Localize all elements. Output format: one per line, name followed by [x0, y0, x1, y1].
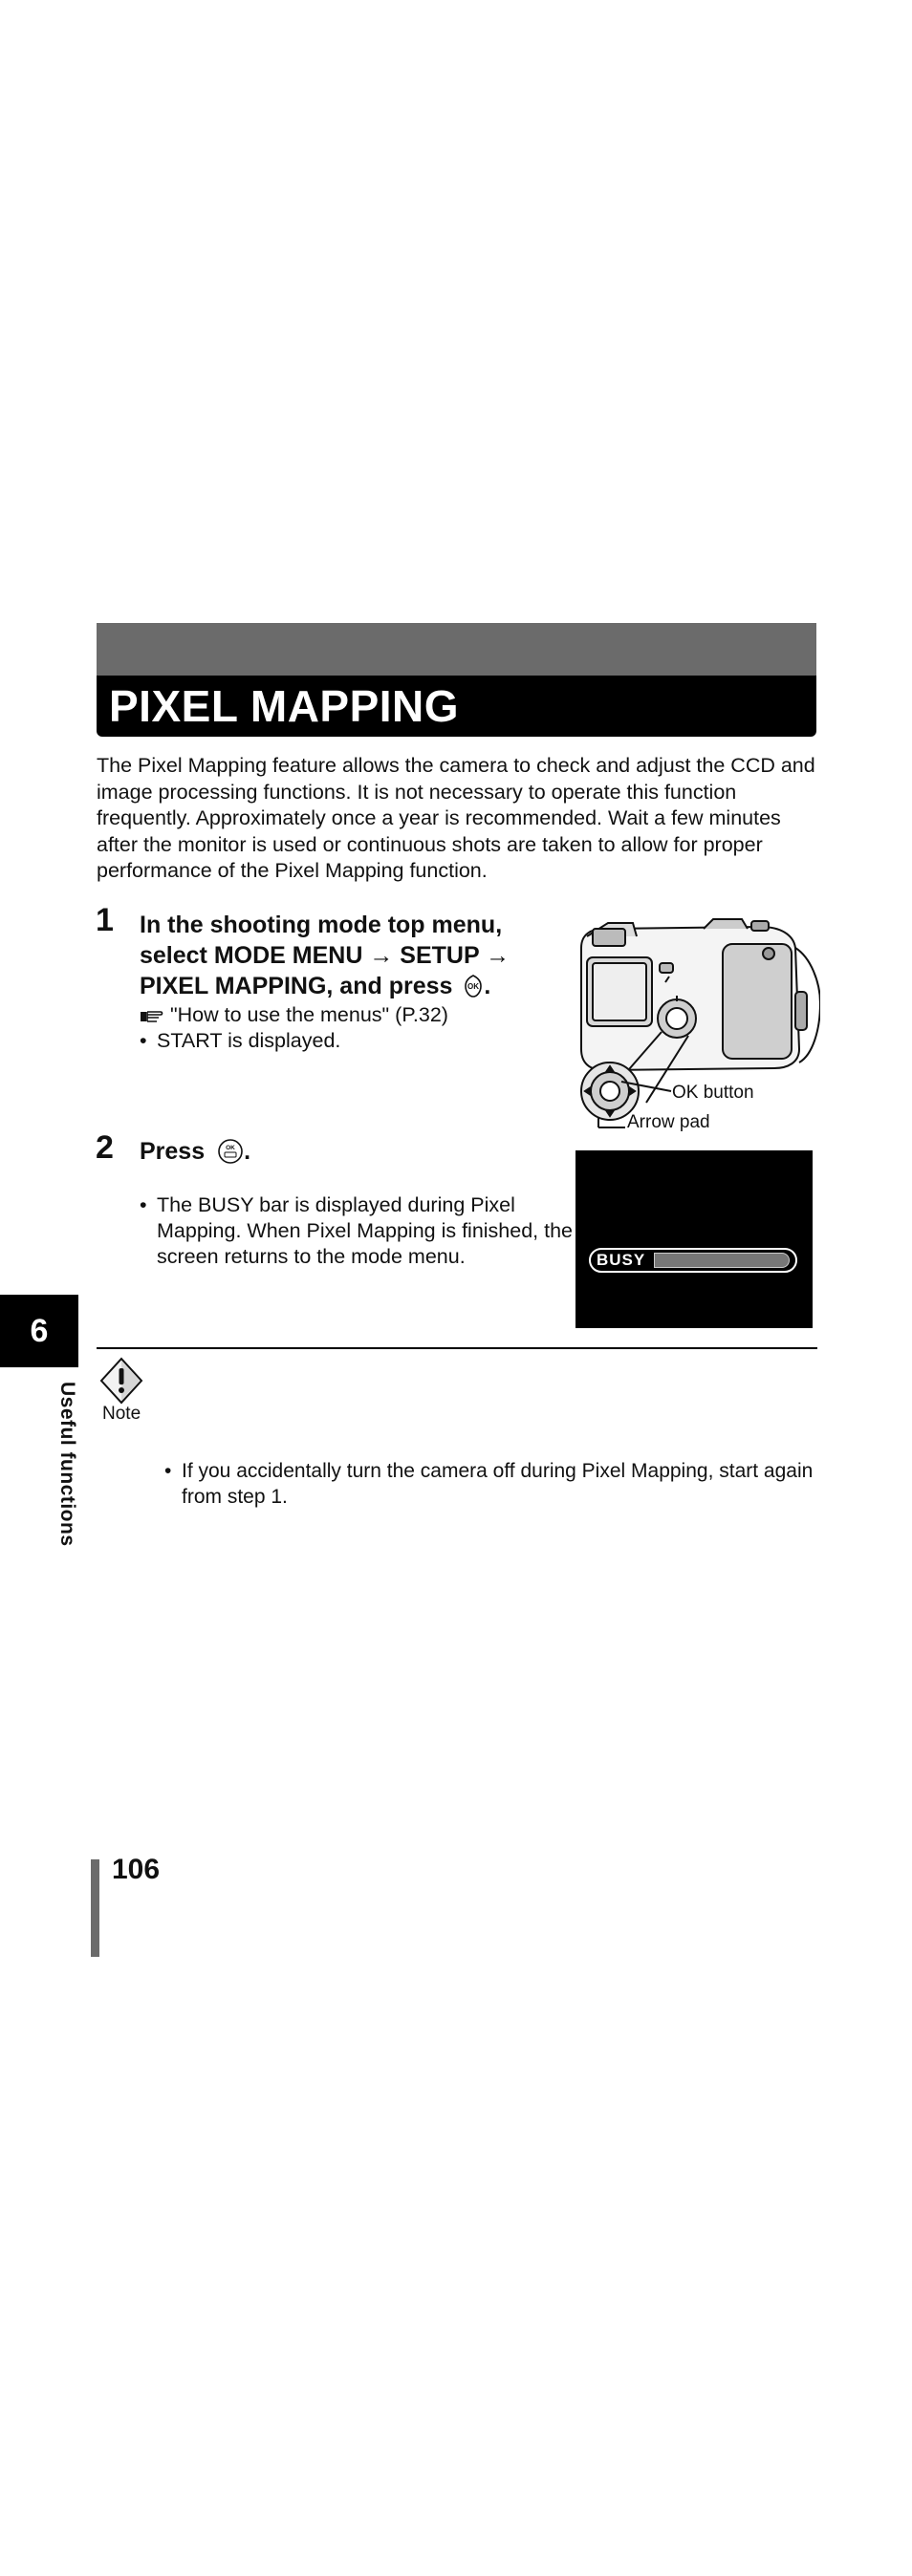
- bullet-dot: •: [140, 1193, 147, 1216]
- busy-label: BUSY: [597, 1251, 646, 1269]
- busy-screen: [575, 1150, 813, 1328]
- bullet-dot: •: [164, 1460, 172, 1482]
- step2-bullet-text: The BUSY bar is displayed during Pixel M…: [157, 1193, 574, 1268]
- step1-number: 1: [96, 902, 114, 938]
- busy-progress-bar: [589, 1248, 797, 1273]
- note-bullet-text: If you accidentally turn the camera off …: [182, 1460, 814, 1508]
- chapter-number: 6: [30, 1313, 49, 1349]
- step1-reference: "How to use the menus" (P.32): [140, 1002, 541, 1028]
- note-divider: [97, 1347, 817, 1349]
- title-band: [97, 676, 816, 737]
- menu-ok-icon: OK: [218, 1139, 243, 1164]
- step2-heading-period: .: [244, 1138, 251, 1165]
- bullet-dot: •: [140, 1029, 147, 1052]
- step1-reference-text: "How to use the menus" (P.32): [170, 1003, 448, 1026]
- step1-heading-line1: In the shooting mode top menu,: [140, 912, 503, 938]
- step2-number: 2: [96, 1129, 114, 1166]
- note-bullet: • If you accidentally turn the camera of…: [164, 1458, 837, 1510]
- chapter-label: Useful functions: [56, 1382, 78, 1547]
- step1-bullet: • START is displayed.: [140, 1028, 558, 1054]
- chapter-tab: [0, 1295, 78, 1367]
- page-number-bar: [91, 1859, 99, 1957]
- step1-heading-period: .: [484, 973, 491, 999]
- svg-text:OK: OK: [467, 982, 479, 991]
- camera-illustration: [580, 918, 820, 1128]
- ok-button-callout: OK button: [672, 1083, 754, 1103]
- note-warning-icon: [99, 1357, 143, 1405]
- title-band-top: [97, 623, 816, 676]
- page-title: PIXEL MAPPING: [109, 681, 460, 731]
- busy-progress-fill: [654, 1253, 790, 1268]
- step1-heading-line3-text: PIXEL MAPPING, and press: [140, 973, 453, 999]
- step2-heading-text: Press: [140, 1138, 206, 1165]
- step2-heading: Press OK .: [140, 1136, 250, 1167]
- note-label: Note: [102, 1404, 141, 1424]
- step1-heading-line2: select MODE MENU → SETUP →: [140, 942, 510, 969]
- intro-paragraph: The Pixel Mapping feature allows the cam…: [97, 754, 815, 882]
- page-number: 106: [112, 1854, 161, 1885]
- step2-bullet: • The BUSY bar is displayed during Pixel…: [140, 1192, 577, 1270]
- pointing-hand-icon: [141, 1011, 163, 1022]
- svg-text:OK: OK: [226, 1145, 235, 1151]
- step1-heading: In the shooting mode top menu, select MO…: [140, 910, 541, 1001]
- ok-button-icon: OK: [465, 975, 483, 998]
- arrow-pad-callout: Arrow pad: [627, 1112, 710, 1132]
- step1-heading-line3: PIXEL MAPPING, and press OK .: [140, 971, 541, 1001]
- step1-bullet-text: START is displayed.: [157, 1029, 341, 1052]
